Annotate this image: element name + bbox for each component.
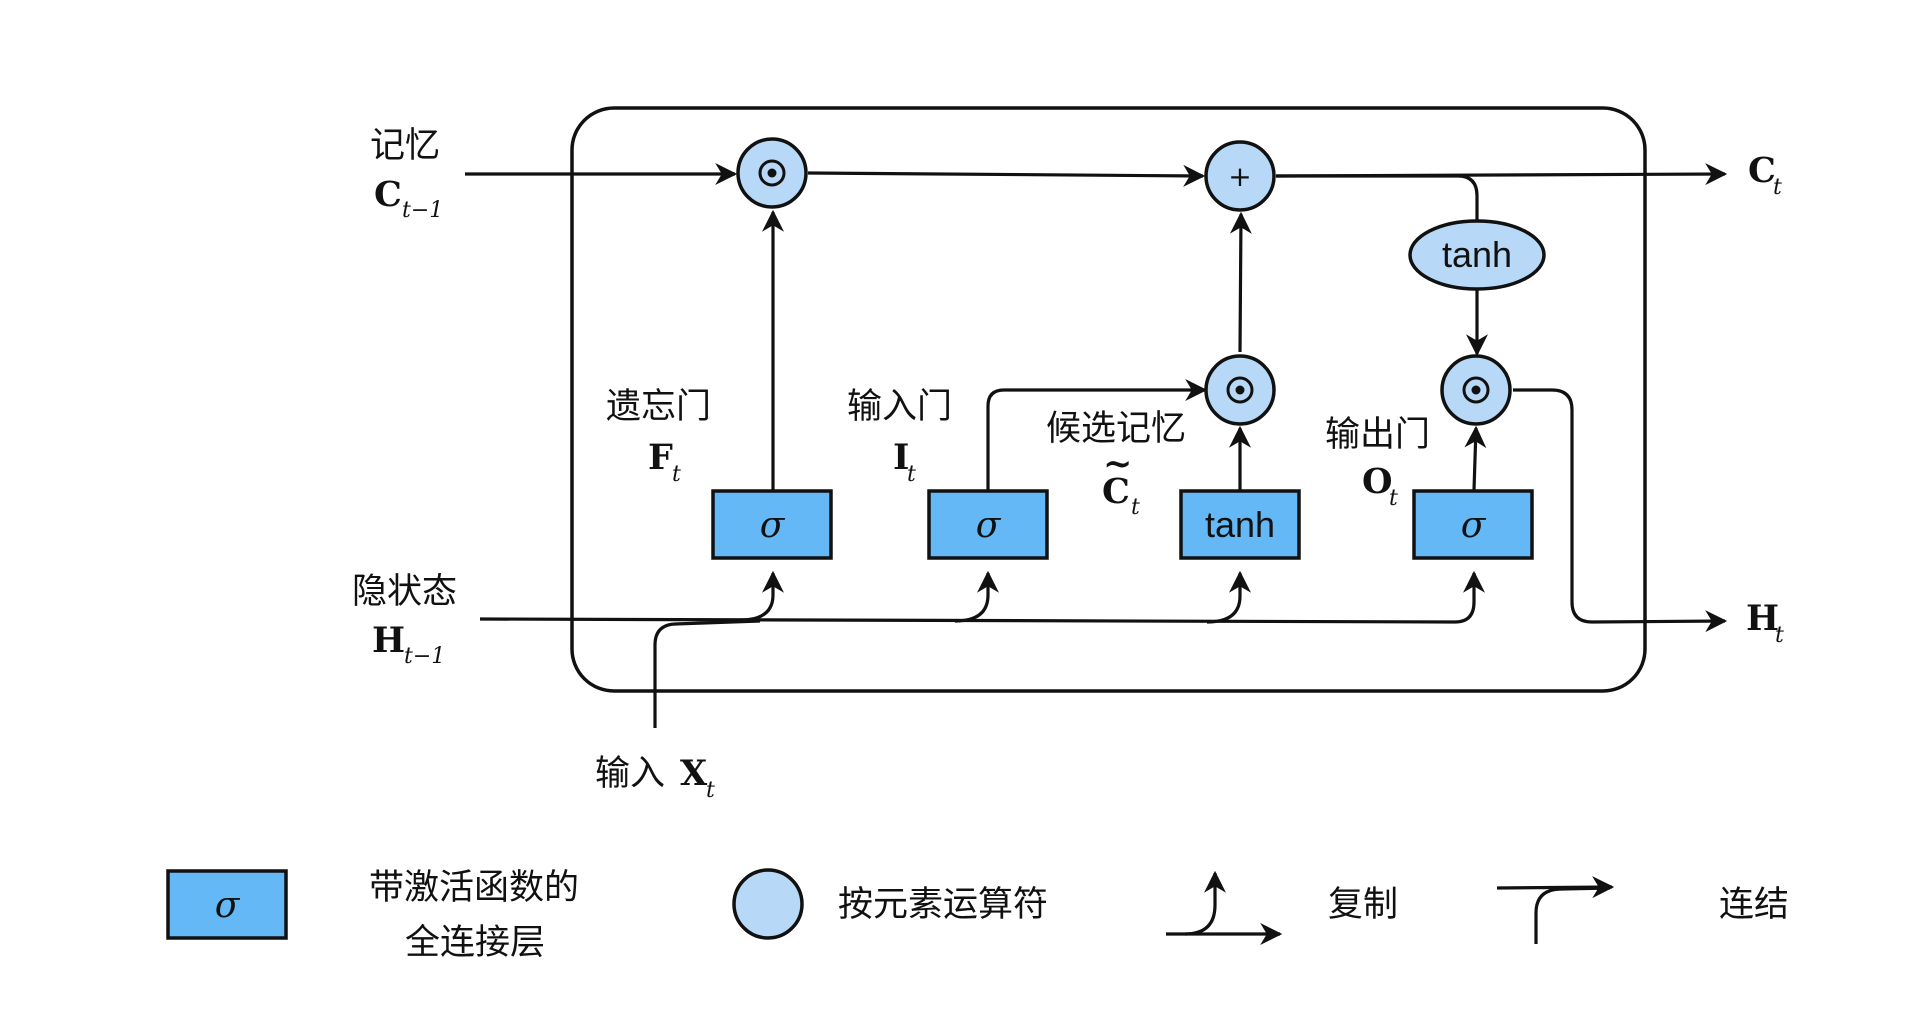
cell-boundary bbox=[570, 106, 1647, 693]
candidate-block bbox=[1179, 489, 1301, 560]
c-tilde-sub: t bbox=[1131, 495, 1140, 520]
multiply-icon bbox=[758, 159, 786, 187]
input-gate-sigma: σ bbox=[976, 505, 1002, 546]
add-op: + bbox=[1204, 140, 1276, 212]
input-gate-arrow bbox=[986, 379, 1208, 490]
o-symbol: O bbox=[1362, 461, 1393, 502]
input-multiply-op bbox=[1204, 354, 1276, 426]
candidate-memory-label: 候选记忆 bbox=[1046, 409, 1186, 449]
output-gate-sigma: σ bbox=[1461, 505, 1487, 546]
input-gate-label: 输入门 bbox=[847, 387, 952, 427]
hidden-branch-candidate bbox=[1206, 570, 1251, 624]
h-prev-symbol: H bbox=[372, 620, 405, 661]
legend-op-circle bbox=[732, 868, 804, 940]
legend-op-label: 按元素运算符 bbox=[838, 885, 1048, 925]
legend-fc-block bbox=[166, 869, 288, 940]
h-out-symbol: H bbox=[1746, 598, 1779, 639]
legend-fc-label-1: 带激活函数的 bbox=[369, 868, 579, 908]
f-symbol: F bbox=[648, 437, 673, 478]
i-symbol: I bbox=[893, 437, 909, 478]
input-label: 输入 bbox=[595, 754, 665, 794]
concat-icon-arrow bbox=[1496, 876, 1615, 899]
h-prev-sub: t−1 bbox=[404, 644, 445, 669]
o-sub: t bbox=[1389, 486, 1398, 511]
c-tilde-symbol: C bbox=[1102, 471, 1130, 512]
c-out-sub: t bbox=[1773, 175, 1782, 200]
x-input-line bbox=[653, 619, 761, 728]
candidate-to-add-arrow bbox=[1229, 211, 1252, 353]
legend-fc-sigma: σ bbox=[215, 885, 241, 926]
copy-icon-branch bbox=[1184, 870, 1226, 936]
input-gate-block bbox=[927, 489, 1049, 560]
c-prev-symbol: C bbox=[374, 174, 402, 215]
output-multiply-op bbox=[1440, 354, 1512, 426]
memory-mid-line bbox=[807, 164, 1206, 187]
hidden-in-line bbox=[479, 570, 1485, 624]
h-out-sub: t bbox=[1775, 623, 1784, 648]
forget-multiply-op bbox=[736, 137, 808, 209]
concat-icon bbox=[1534, 886, 1611, 944]
multiply-icon bbox=[1226, 376, 1254, 404]
x-sub: t bbox=[706, 778, 715, 803]
output-gate-arrow bbox=[1464, 425, 1487, 491]
i-sub: t bbox=[907, 462, 916, 487]
f-sub: t bbox=[672, 462, 681, 487]
forget-gate-sigma: σ bbox=[760, 505, 786, 546]
output-gate-label: 输出门 bbox=[1325, 415, 1430, 455]
c-tilde-mark: ~ bbox=[1103, 443, 1132, 484]
legend-fc-label-2: 全连接层 bbox=[405, 923, 545, 963]
memory-tanh-branch bbox=[1276, 174, 1479, 220]
x-symbol: X bbox=[680, 753, 708, 794]
output-gate-block bbox=[1412, 489, 1534, 560]
memory-label: 记忆 bbox=[370, 126, 440, 166]
c-out-symbol: C bbox=[1748, 150, 1776, 191]
add-icon: + bbox=[1228, 160, 1251, 193]
candidate-tanh: tanh bbox=[1205, 504, 1275, 545]
hidden-out-line bbox=[1513, 388, 1728, 633]
forget-gate-label: 遗忘门 bbox=[606, 387, 711, 427]
legend-copy-label: 复制 bbox=[1328, 885, 1398, 925]
hidden-branch-input bbox=[954, 570, 999, 623]
forget-gate-block bbox=[711, 489, 833, 560]
legend-concat-label: 连结 bbox=[1719, 885, 1789, 925]
tanh-op-label: tanh bbox=[1442, 234, 1512, 275]
c-prev-sub: t−1 bbox=[402, 198, 443, 223]
hidden-state-label: 隐状态 bbox=[352, 572, 457, 612]
hidden-branch-forget bbox=[739, 570, 784, 622]
tanh-op: tanh bbox=[1408, 219, 1546, 291]
legend: σ 带激活函数的 全连接层 按元素运算符 复制 连结 bbox=[166, 868, 1789, 963]
multiply-icon bbox=[1462, 376, 1490, 404]
